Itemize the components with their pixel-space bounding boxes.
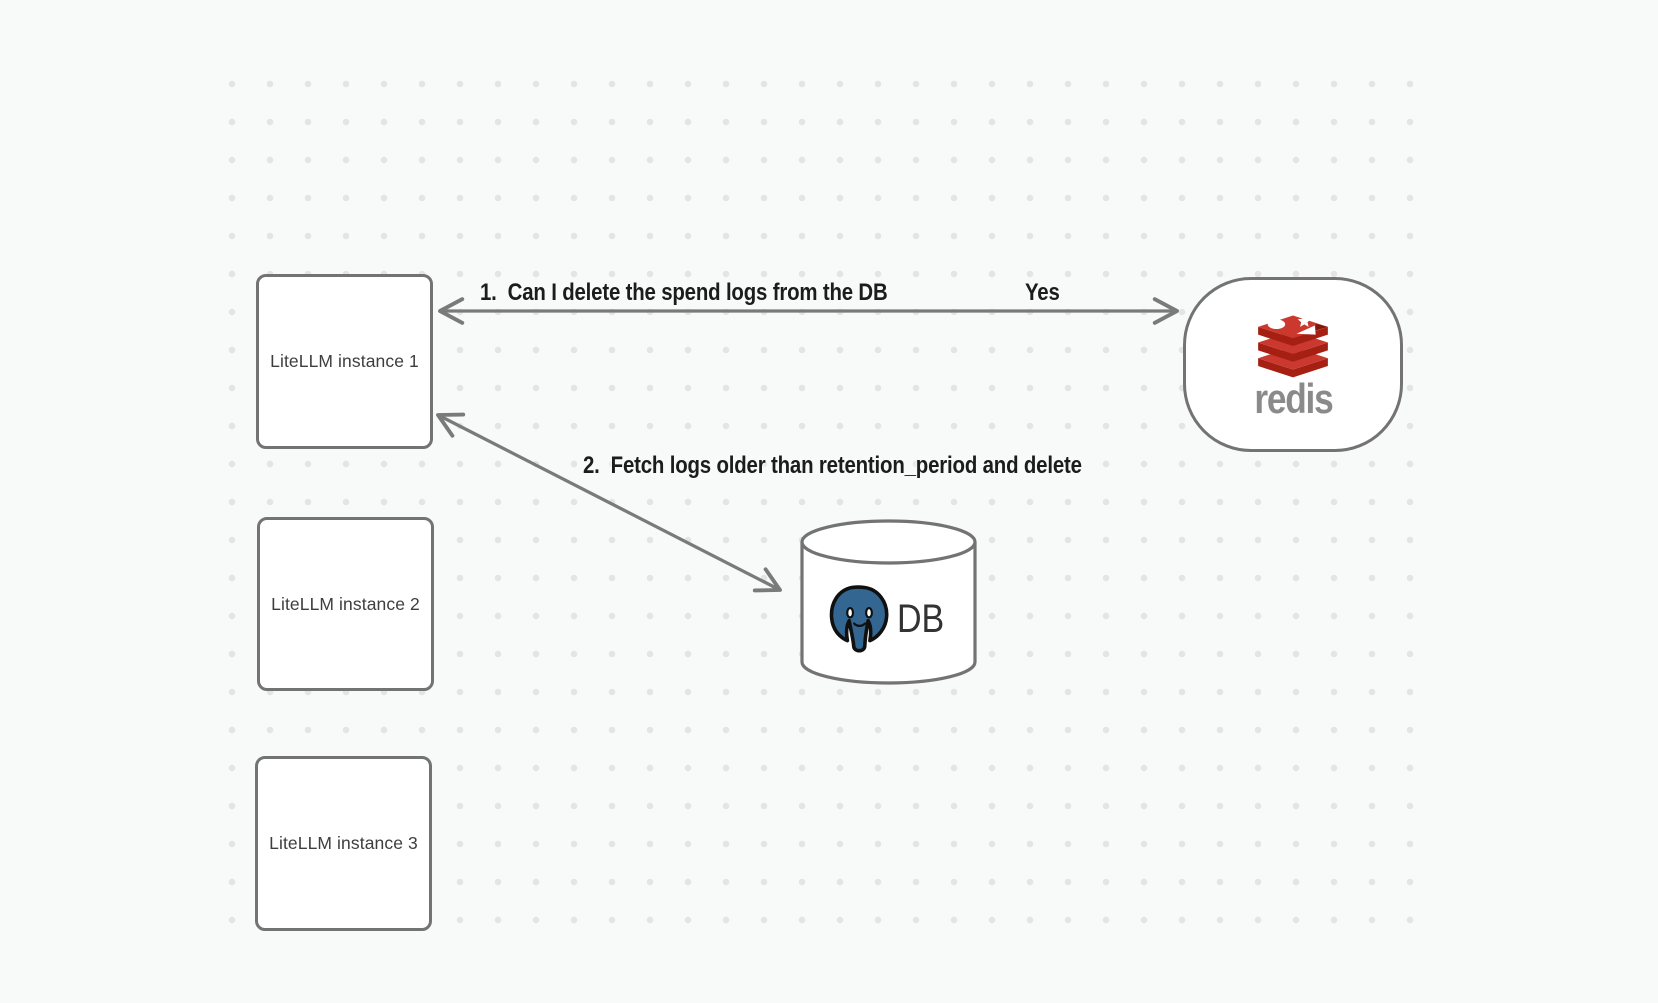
- litellm-instance-2-node[interactable]: LiteLLM instance 2: [257, 517, 434, 691]
- litellm-instance-3-label: LiteLLM instance 3: [269, 833, 418, 853]
- postgresql-elephant-icon: [829, 585, 889, 653]
- redis-wordmark: redis: [1253, 374, 1333, 422]
- db-label: DB: [897, 596, 945, 641]
- redis-stack-icon: [1258, 314, 1328, 377]
- redis-node[interactable]: redis: [1183, 277, 1403, 452]
- edge1-answer-label: Yes: [1025, 279, 1060, 306]
- litellm-instance-3-node[interactable]: LiteLLM instance 3: [255, 756, 432, 931]
- litellm-instance-1-label: LiteLLM instance 1: [270, 351, 419, 371]
- postgres-db-node[interactable]: DB: [800, 517, 977, 688]
- litellm-instance-1-node[interactable]: LiteLLM instance 1: [256, 274, 433, 449]
- litellm-instance-2-label: LiteLLM instance 2: [271, 593, 420, 614]
- edge2-label: 2. Fetch logs older than retention_perio…: [583, 452, 1082, 479]
- edge1-label: 1. Can I delete the spend logs from the …: [480, 279, 888, 306]
